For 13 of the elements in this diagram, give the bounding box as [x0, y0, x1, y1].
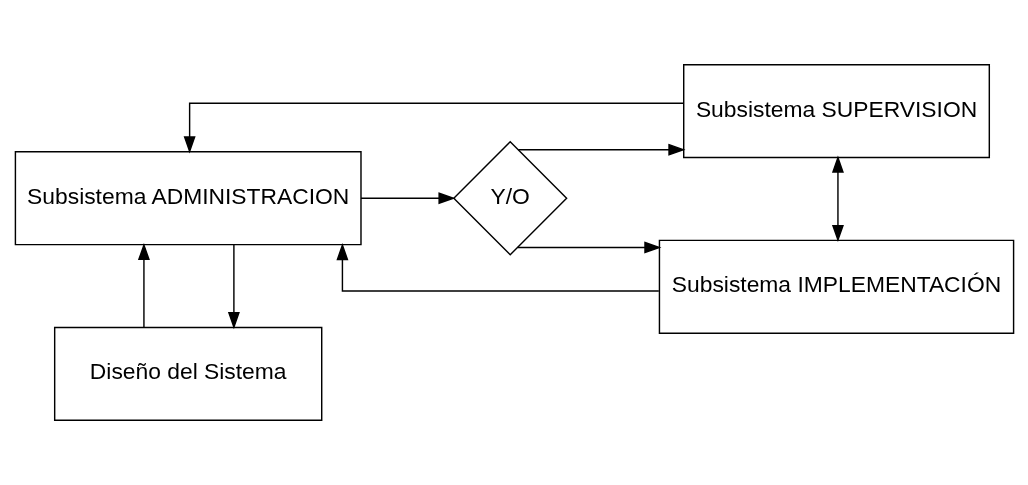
arrow	[359, 192, 456, 205]
node-box: Subsistema ADMINISTRACION	[14, 151, 362, 246]
arrow	[831, 155, 844, 243]
node-diamond: Y/O	[452, 140, 568, 256]
arrow	[517, 143, 685, 156]
arrow	[335, 243, 660, 292]
arrow	[137, 242, 150, 328]
arrow	[227, 244, 240, 330]
node-box: Subsistema IMPLEMENTACIÓN	[658, 239, 1014, 334]
arrow	[516, 241, 661, 254]
node-box: Subsistema SUPERVISION	[682, 64, 990, 159]
node-box: Diseño del Sistema	[53, 326, 322, 421]
arrow	[183, 102, 684, 154]
